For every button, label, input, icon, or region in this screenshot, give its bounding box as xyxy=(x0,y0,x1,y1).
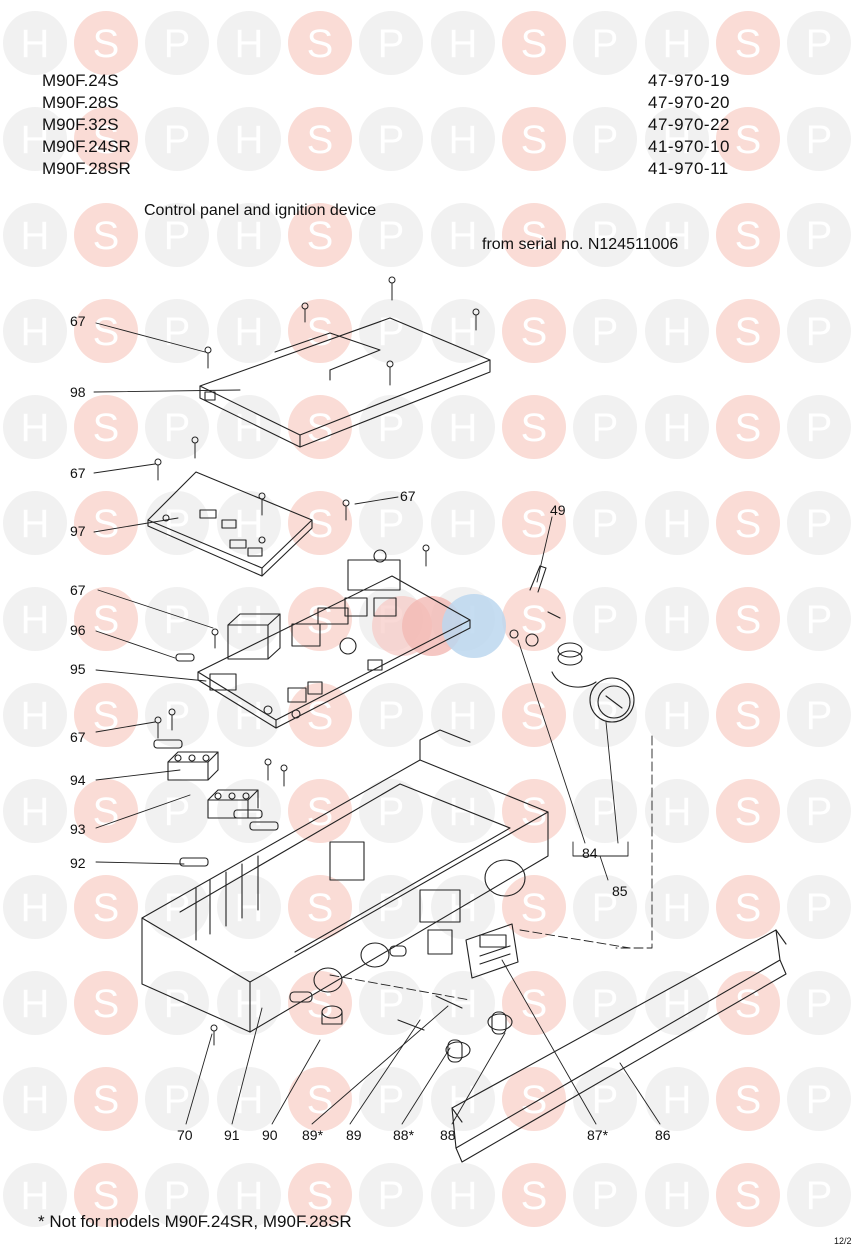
callout-92: 92 xyxy=(70,855,86,871)
model-name: M90F.24S xyxy=(42,71,119,90)
part-93-terminal-block xyxy=(207,789,259,819)
callout-96: 96 xyxy=(70,622,86,638)
callout-88-star: 88* xyxy=(393,1127,415,1143)
callout-95: 95 xyxy=(70,661,86,677)
footnote: * Not for models M90F.24SR, M90F.28SR xyxy=(38,1212,352,1231)
part-85-pressure-gauge xyxy=(525,633,635,723)
part-91-control-housing xyxy=(141,729,549,1033)
callout-90: 90 xyxy=(262,1127,278,1143)
part-code: 47-970-20 xyxy=(648,93,731,112)
part-86-front-cover xyxy=(451,929,787,1163)
model-name: M90F.28S xyxy=(42,93,119,112)
part-code: 47-970-19 xyxy=(648,71,731,90)
callout-70: 70 xyxy=(177,1127,193,1143)
callout-85: 85 xyxy=(612,883,628,899)
leader-lines xyxy=(93,322,661,1125)
part-95-main-pcb xyxy=(197,549,471,729)
callout-94: 94 xyxy=(70,772,86,788)
part-code-list: 47-970-19 47-970-20 47-970-22 41-970-10 … xyxy=(648,70,730,180)
callout-93: 93 xyxy=(70,821,86,837)
diagram-title: Control panel and ignition device xyxy=(144,202,377,219)
callout-67: 67 xyxy=(70,729,86,745)
callout-89: 89 xyxy=(346,1127,362,1143)
callout-98: 98 xyxy=(70,384,86,400)
model-name: M90F.28SR xyxy=(42,159,131,178)
part-67-screws xyxy=(154,276,480,1046)
part-96-fuse xyxy=(175,653,195,662)
part-92-cable-clamps xyxy=(153,739,279,867)
page-reference: 12/2 xyxy=(834,1236,852,1246)
part-97-display-board xyxy=(147,471,313,577)
part-84-o-ring xyxy=(509,629,519,639)
part-code: 41-970-11 xyxy=(648,159,729,178)
part-98-cover-plate xyxy=(199,317,491,448)
callout-67: 67 xyxy=(70,313,86,329)
callout-67: 67 xyxy=(400,488,416,504)
callout-97: 97 xyxy=(70,523,86,539)
callout-67: 67 xyxy=(70,582,86,598)
part-49-clip xyxy=(529,565,561,619)
callout-87-star: 87* xyxy=(587,1127,609,1143)
callout-67: 67 xyxy=(70,465,86,481)
model-name: M90F.32S xyxy=(42,115,119,134)
serial-note: from serial no. N124511006 xyxy=(482,236,679,253)
part-code: 41-970-10 xyxy=(648,137,731,156)
part-89-spindle xyxy=(397,995,463,1031)
part-88-knobs xyxy=(445,1011,513,1063)
model-list: M90F.24S M90F.28S M90F.32S M90F.24SR M90… xyxy=(42,70,131,180)
callout-49: 49 xyxy=(550,502,566,518)
callout-84: 84 xyxy=(582,845,598,861)
part-90-knob xyxy=(321,1005,343,1025)
callout-88: 88 xyxy=(440,1127,456,1143)
callout-86: 86 xyxy=(655,1127,671,1143)
model-name: M90F.24SR xyxy=(42,137,131,156)
part-94-terminal-block xyxy=(167,751,219,781)
part-code: 47-970-22 xyxy=(648,115,731,134)
part-87-timer xyxy=(465,923,519,979)
callout-89-star: 89* xyxy=(302,1127,324,1143)
callout-91: 91 xyxy=(224,1127,240,1143)
